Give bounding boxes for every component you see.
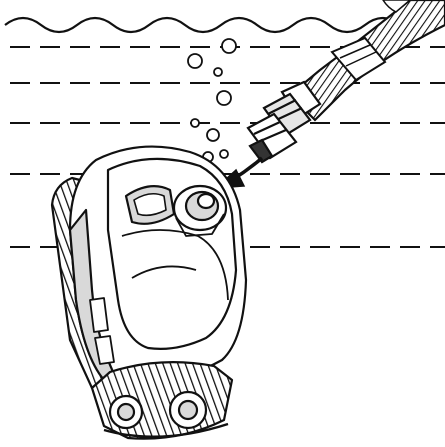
pool-cleaner-icon	[52, 147, 246, 439]
bubble-icon	[217, 91, 231, 105]
bubble-icon	[188, 54, 202, 68]
bubble-icon	[207, 129, 219, 141]
bubble-icon	[222, 39, 236, 53]
bubble-icon	[220, 150, 228, 158]
connector-icon	[248, 82, 320, 162]
bubble-icon	[214, 68, 222, 76]
bubble-icon	[191, 119, 199, 127]
air-bubbles	[188, 39, 236, 162]
